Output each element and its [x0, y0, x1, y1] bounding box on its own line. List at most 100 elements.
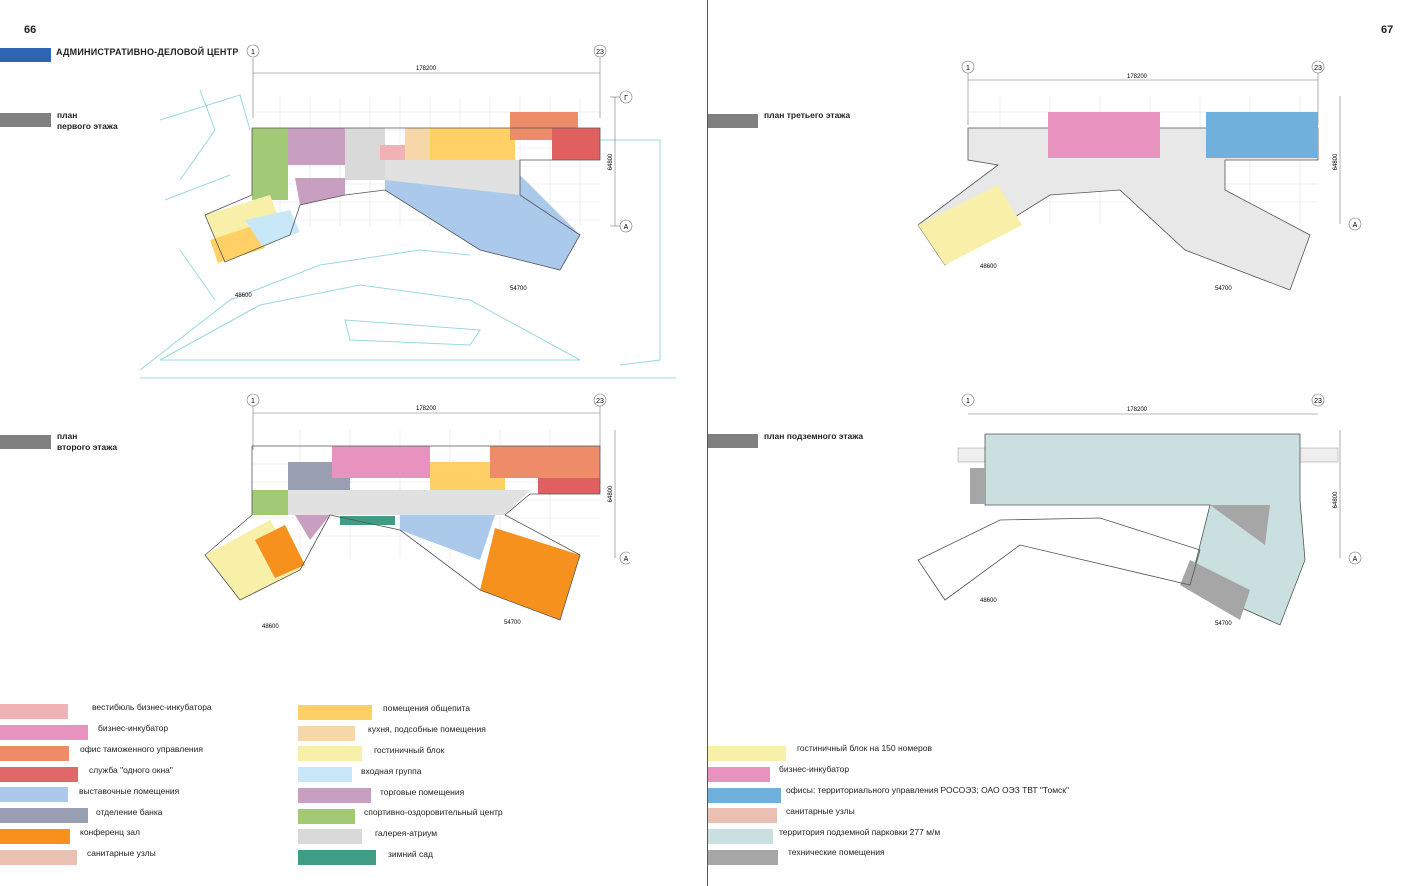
legend-label: территория подземной парковки 277 м/м	[779, 827, 941, 837]
parking-zone	[984, 433, 1306, 626]
legend-swatch	[0, 725, 88, 740]
third-floor-outline	[917, 127, 1319, 291]
axis-label-23b: 23	[596, 398, 604, 405]
exhibition-zone	[385, 175, 580, 270]
dimension-total-4: 178200	[1127, 407, 1148, 413]
section-title: АДМИНИСТРАТИВНО-ДЕЛОВОЙ ЦЕНТР	[56, 47, 239, 57]
one-window-service	[552, 128, 600, 160]
axis-label-ab: А	[624, 556, 629, 563]
legend-label: торговые помещения	[380, 787, 465, 797]
page-number-left: 66	[24, 24, 37, 36]
legend-swatch	[708, 746, 786, 761]
gallery-zone	[385, 160, 520, 195]
legend-label: бизнес-инкубатор	[779, 764, 850, 774]
sports-zone-2	[252, 490, 288, 515]
axis-marker-ac	[1348, 217, 1362, 231]
axis-marker-23c	[1311, 60, 1325, 74]
one-window-2	[538, 478, 600, 494]
legend-label: зимний сад	[388, 849, 433, 859]
axis-marker-1b	[246, 393, 260, 407]
legend-label: спортивно-оздоровительный центр	[364, 807, 503, 817]
underground-plan: 1 23 А 178200 64800 48600 54700	[917, 393, 1362, 627]
legend-swatch	[298, 767, 352, 782]
legend-swatch	[298, 850, 376, 865]
winter-garden	[340, 516, 395, 525]
plan4-label: план подземного этажа	[764, 431, 864, 441]
gallery-zone-2	[288, 490, 530, 515]
technical-zone-3	[970, 468, 985, 504]
hotel-catering	[210, 225, 265, 263]
legend-swatch	[298, 746, 362, 761]
dimension-depth-2: 64800	[608, 485, 614, 502]
legend-label: санитарные узлы	[87, 848, 156, 858]
axis-marker-1d	[961, 393, 975, 407]
legend-swatch	[298, 788, 371, 803]
axis-label-23c: 23	[1314, 65, 1322, 72]
building-outline-2	[204, 445, 601, 621]
retail-zone	[288, 128, 345, 165]
axis-label-1b: 1	[251, 398, 255, 405]
legend-label: кухня, подсобные помещения	[368, 724, 486, 734]
underground-outline	[917, 517, 1201, 601]
legend-label: гостиничный блок	[374, 745, 445, 755]
dimension-total-2: 178200	[416, 406, 437, 412]
dimension-wing2: 54700	[510, 286, 527, 292]
dimension-depth-4: 64800	[1333, 491, 1339, 508]
axis-marker-g	[619, 90, 633, 104]
axis-label-23: 23	[596, 49, 604, 56]
customs-zone-2	[490, 446, 600, 478]
site-outline	[139, 89, 676, 379]
dimension-lines-4	[968, 413, 1341, 558]
legend-label: технические помещения	[788, 847, 885, 857]
axis-label-a: А	[624, 224, 629, 231]
catering-zone	[430, 128, 515, 160]
conference-hall	[480, 528, 580, 620]
dimension-depth-3: 64800	[1333, 153, 1339, 170]
legend-label: офис таможенного управления	[80, 744, 203, 754]
legend-label: бизнес-инкубатор	[98, 723, 169, 733]
hotel-conference	[255, 525, 305, 578]
incubator-zone-3	[1048, 112, 1160, 158]
legend-swatch	[708, 850, 778, 865]
retail-zone-2	[295, 178, 345, 205]
axis-marker-1c	[961, 60, 975, 74]
axis-marker-ad	[1348, 551, 1362, 565]
first-floor-plan: 1 23 Г А 178200 64800	[139, 44, 676, 379]
axis-label-1: 1	[251, 49, 255, 56]
dimension-total-3: 178200	[1127, 74, 1148, 80]
legend-swatch	[708, 808, 777, 823]
plan1-label-line2: первого этажа	[57, 121, 118, 131]
dimension-wing1-3: 48600	[980, 264, 997, 270]
legend-label: вестибюль бизнес-инкубатора	[92, 702, 212, 712]
legend-swatch	[708, 788, 781, 803]
axis-marker-ab	[619, 551, 630, 565]
legend-swatch	[0, 787, 68, 802]
legend-label: конференц зал	[80, 827, 140, 837]
plan2-label-line2: второго этажа	[57, 442, 118, 452]
legend-label: входная группа	[361, 766, 422, 776]
legend-swatch	[0, 829, 70, 844]
axis-label-ac: А	[1353, 222, 1358, 229]
dimension-wing2-3: 54700	[1215, 286, 1232, 292]
right-page: 67 план третьего этажа план подземного э…	[708, 0, 1417, 886]
legend-label: выставочные помещения	[79, 786, 180, 796]
dimension-wing2-2: 54700	[504, 620, 521, 626]
legend-label: служба "одного окна"	[89, 765, 173, 775]
legend-label: отделение банка	[96, 807, 163, 817]
legend-swatch	[708, 767, 770, 782]
incubator-zone-2	[332, 446, 430, 478]
axis-marker-23d	[1311, 393, 1325, 407]
sports-zone	[252, 128, 288, 200]
legend-label: гостиничный блок на 150 номеров	[797, 743, 932, 753]
building-outline-1	[204, 127, 601, 271]
axis-label-1d: 1	[966, 398, 970, 405]
page-spine	[707, 0, 708, 886]
legend-label: офисы: территориального управления РОСОЭ…	[786, 785, 1070, 795]
catering-zone-2	[430, 462, 505, 490]
legend-swatch	[0, 808, 88, 823]
entrance-zone	[245, 210, 300, 246]
hotel-zone-3	[918, 185, 1022, 265]
incubator-lobby	[380, 145, 405, 160]
exhibition-zone-2	[400, 515, 495, 560]
dimension-depth: 64800	[608, 153, 614, 170]
